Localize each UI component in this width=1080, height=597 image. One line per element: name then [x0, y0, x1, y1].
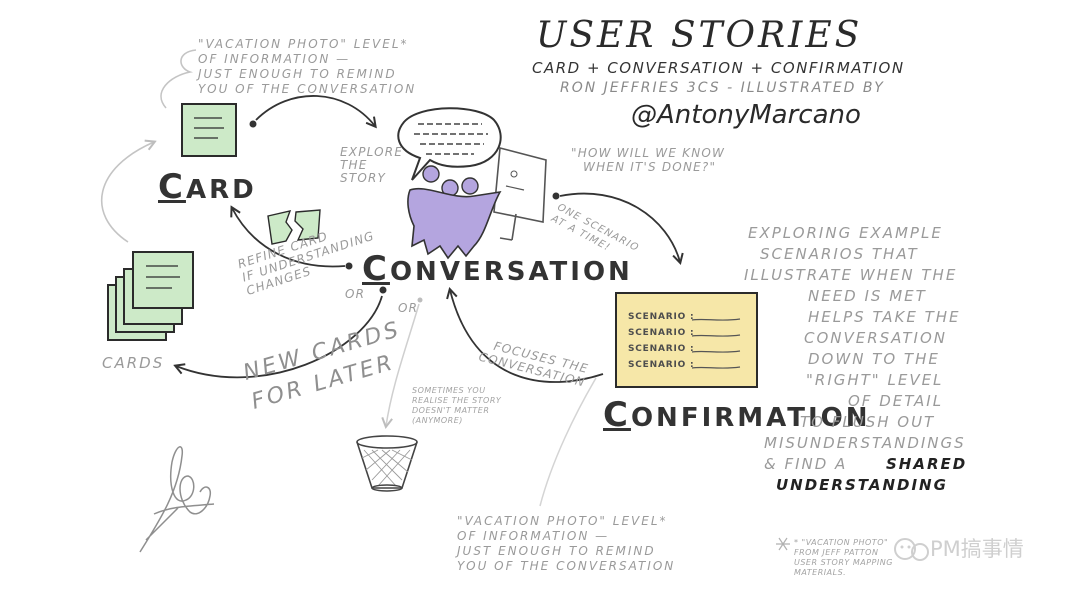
- torn-card-icon: [267, 209, 321, 245]
- diagram-title: USER STORIES: [536, 15, 863, 56]
- conversation-label-initial: C: [362, 249, 390, 289]
- card-label: CARD: [158, 170, 257, 204]
- confirmation-label-initial: C: [603, 395, 631, 435]
- to-bin-arrow: [386, 303, 420, 426]
- exploring-line: "RIGHT" LEVEL: [806, 371, 944, 389]
- new-cards-dot: [379, 286, 387, 294]
- footnote-line: USER STORY MAPPING: [794, 558, 893, 567]
- conversation-illustration: [397, 107, 547, 260]
- vacation-note-top-line: OF INFORMATION —: [198, 52, 351, 66]
- scenario-list: SCENARIO : SCENARIO : SCENARIO : SCENARI…: [628, 309, 694, 373]
- sometimes-line: REALISE THE STORY: [412, 396, 502, 405]
- explore-story-note: EXPLORE THE STORY: [340, 146, 403, 185]
- sometimes-line: (ANYMORE): [412, 416, 463, 425]
- footnote-line: * "VACATION PHOTO": [794, 538, 889, 547]
- sometimes-line: SOMETIMES YOU: [412, 386, 486, 395]
- sometimes-line: DOESN'T MATTER: [412, 406, 490, 415]
- or-label-2: OR: [398, 301, 419, 315]
- refine-card-arrow: [232, 208, 346, 268]
- vacation-note-top-line: JUST ENOUGH TO REMIND: [198, 67, 397, 81]
- card-icon: [181, 103, 237, 157]
- or-label-1: OR: [345, 287, 366, 301]
- exploring-line: TO FLUSH OUT: [800, 413, 936, 431]
- scenario-item: SCENARIO :: [628, 360, 695, 370]
- bin-dot: [417, 297, 423, 303]
- how-will-we-know-note: "HOW WILL WE KNOW WHEN IT'S DONE?": [571, 146, 725, 174]
- exploring-line: SCENARIOS THAT: [760, 245, 919, 263]
- scenario-item: SCENARIO :: [628, 328, 695, 338]
- shared-line: UNDERSTANDING: [776, 476, 948, 494]
- confirmation-card: [615, 292, 758, 388]
- cards-label: CARDS: [102, 354, 165, 372]
- illustration-credit: RON JEFFRIES 3Cs - ILLUSTRATED BY: [560, 80, 885, 96]
- top-note-bracket: [160, 49, 197, 109]
- waste-bin-icon: [356, 435, 418, 492]
- explore-story-line: EXPLORE: [340, 145, 404, 159]
- explore-story-line: STORY: [340, 171, 387, 185]
- watermark-text: PM搞事情: [930, 537, 1024, 561]
- shared-line: SHARED: [886, 455, 968, 473]
- focuses-conversation-arrow: [450, 290, 604, 383]
- card-label-initial: C: [158, 167, 186, 207]
- confirmation-label-rest: ONFIRMATION: [630, 403, 871, 433]
- conversation-label: CONVERSATION: [362, 252, 633, 286]
- vacation-note-bottom-line: "VACATION PHOTO" LEVEL*: [457, 514, 668, 528]
- author-handle: @AntonyMarcano: [631, 100, 861, 130]
- vacation-note-bottom-line: JUST ENOUGH TO REMIND: [457, 544, 656, 558]
- exploring-line: & FIND A: [764, 455, 848, 473]
- vacation-note-top: "VACATION PHOTO" LEVEL* OF INFORMATION —…: [198, 37, 416, 97]
- new-cards-arrow: [176, 295, 383, 379]
- how-will-we-know-line: WHEN IT'S DONE?": [583, 160, 717, 174]
- conversation-dot: [345, 262, 353, 270]
- vacation-note-top-line: "VACATION PHOTO" LEVEL*: [198, 37, 409, 51]
- card-label-rest: ARD: [185, 175, 257, 205]
- vacation-note-bottom-line: YOU OF THE CONVERSATION: [457, 559, 676, 573]
- card-to-conversation-arrow: [255, 95, 375, 126]
- footnote-line: FROM JEFF PATTON: [794, 548, 879, 557]
- one-scenario-dot: [552, 192, 560, 200]
- footnote-line: MATERIALS.: [794, 568, 847, 577]
- vacation-note-top-line: YOU OF THE CONVERSATION: [198, 82, 417, 96]
- exploring-line: CONVERSATION: [804, 329, 947, 347]
- conversation-label-rest: ONVERSATION: [389, 257, 633, 287]
- scenario-item: SCENARIO :: [628, 312, 695, 322]
- watermark-logo-icon: [894, 538, 929, 561]
- exploring-line: MISUNDERSTANDINGS: [764, 434, 966, 452]
- exploring-line: DOWN TO THE: [808, 350, 940, 368]
- scenario-item: SCENARIO :: [628, 344, 695, 354]
- exploring-line: NEED IS MET: [808, 287, 927, 305]
- diagram-subtitle: CARD + CONVERSATION + CONFIRMATION: [532, 59, 905, 77]
- signature-mark: [139, 446, 215, 553]
- vacation-note-bottom-line: OF INFORMATION —: [457, 529, 610, 543]
- exploring-line: HELPS TAKE THE: [808, 308, 961, 326]
- exploring-line: OF DETAIL: [848, 392, 944, 410]
- vacation-note-bottom: "VACATION PHOTO" LEVEL* OF INFORMATION —…: [457, 514, 675, 574]
- exploring-line: EXPLORING EXAMPLE: [748, 224, 943, 242]
- explore-story-line: THE: [340, 158, 368, 172]
- sometimes-note: SOMETIMES YOU REALISE THE STORY DOESN'T …: [412, 386, 501, 426]
- footnote: * "VACATION PHOTO" FROM JEFF PATTON USER…: [794, 538, 893, 578]
- card-dot: [249, 120, 257, 128]
- cards-stack-icon: [107, 251, 194, 341]
- exploring-line: ILLUSTRATE WHEN THE: [744, 266, 958, 284]
- confirmation-label: CONFIRMATION: [603, 398, 871, 432]
- how-will-we-know-line: "HOW WILL WE KNOW: [571, 146, 726, 160]
- conversation-to-confirmation-arrow: [559, 192, 680, 262]
- footnote-asterisk: [776, 537, 790, 551]
- cards-to-card-loop-arrow: [101, 142, 154, 243]
- bottom-note-connector: [539, 377, 597, 507]
